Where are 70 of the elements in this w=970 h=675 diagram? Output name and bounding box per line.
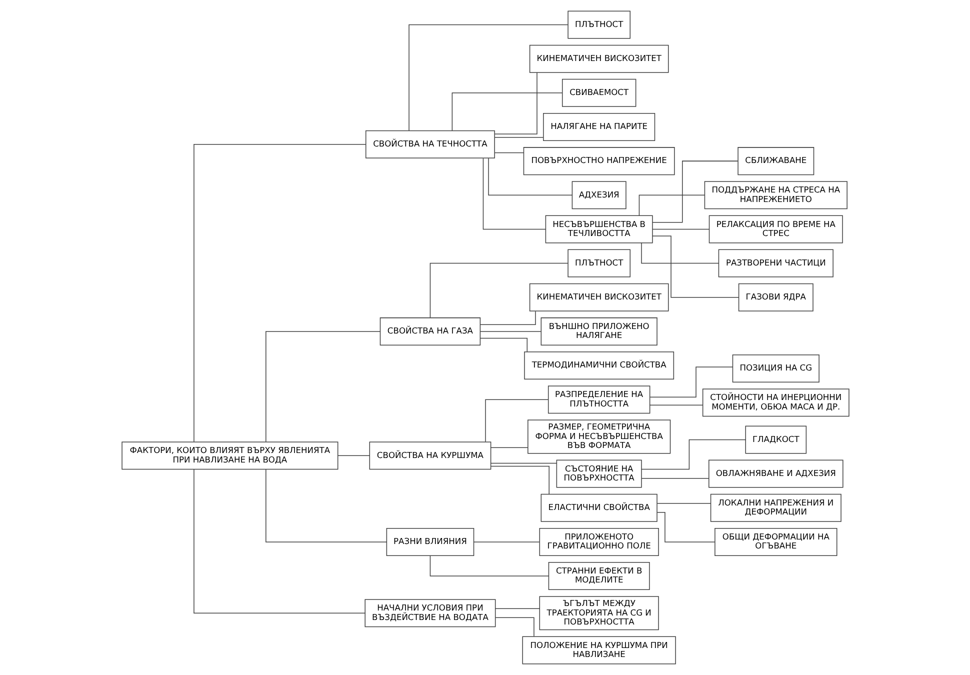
connector xyxy=(640,478,709,479)
node-box: КИНЕМАТИЧЕН ВИСКОЗИТЕТ xyxy=(528,283,668,312)
connector xyxy=(490,462,556,464)
node-box: СВОЙСТВА НА КУРШУМА xyxy=(368,442,491,470)
node-box: ГЛАДКОСТ xyxy=(744,426,806,454)
connector xyxy=(494,608,540,609)
connector xyxy=(494,72,537,134)
connector xyxy=(429,555,549,576)
node-box: ПРИЛОЖЕНОТО ГРАВИТАЦИОННО ПОЛЕ xyxy=(538,528,658,556)
node-box: СВОЙСТВА НА ГАЗА xyxy=(379,317,480,346)
connector xyxy=(429,262,568,318)
node-box: СВОЙСТВА НА ТЕЧНОСТТА xyxy=(364,130,494,158)
connector xyxy=(638,194,704,216)
node-box: ГАЗОВИ ЯДРА xyxy=(738,283,813,312)
node-box: ЛОКАЛНИ НАПРЕЖЕНИЯ И ДЕФОРМАЦИИ xyxy=(710,494,841,522)
node-box: ОВЛАЖНЯВАНЕ И АДХЕЗИЯ xyxy=(708,460,843,488)
node-box: ПОВЪРХНОСТНО НАПРЕЖЕНИЕ xyxy=(522,147,674,176)
connector xyxy=(494,617,534,637)
connector xyxy=(649,366,733,398)
connector xyxy=(494,136,544,138)
node-box: ПОДДЪРЖАНЕ НА СТРЕСА НА НАПРЕЖЕНИЕТО xyxy=(704,181,847,210)
connector xyxy=(482,158,546,230)
node-box: СТРАННИ ЕФЕКТИ В МОДЕЛИТЕ xyxy=(548,562,650,590)
connector xyxy=(652,160,738,223)
connector xyxy=(652,236,738,298)
node-box: РАЗМЕР, ГЕОМЕТРИЧНА ФОРМА И НЕСЪВЪРШЕНСТВА ВЪВ ФОРМАТА xyxy=(527,420,670,454)
node-box: СБЛИЖАВАНЕ xyxy=(737,147,814,176)
connector xyxy=(451,92,562,131)
connector xyxy=(640,439,746,470)
connector xyxy=(484,399,548,442)
connector xyxy=(656,512,715,542)
node-box: ОБЩИ ДЕФОРМАЦИИ НА ОГЪВАНЕ xyxy=(714,528,837,556)
connector xyxy=(494,152,524,154)
node-box: ЕЛАСТИЧНИ СВОЙСТВА xyxy=(540,494,657,522)
node-box: АДХЕЗИЯ xyxy=(571,181,626,210)
connector xyxy=(480,338,528,352)
node-box: РЕЛАКСАЦИЯ ПО ВРЕМЕ НА СТРЕС xyxy=(708,215,842,244)
connector xyxy=(479,331,541,332)
node-box: РАЗНИ ВЛИЯНИЯ xyxy=(386,528,474,556)
node-box: ПЛЪТНОСТ xyxy=(567,249,630,278)
connector xyxy=(265,331,380,442)
connector xyxy=(656,502,711,504)
connector xyxy=(193,468,365,614)
connector xyxy=(265,468,386,542)
connector xyxy=(490,447,528,448)
node-box: ФАКТОРИ, КОИТО ВЛИЯЯТ ВЪРХУ ЯВЛЕНИЯТА ПРИ НАВЛИЗАНЕ НА ВОДА xyxy=(121,442,338,470)
connector xyxy=(193,144,366,442)
node-box: ТЕРМОДИНАМИЧНИ СВОЙСТВА xyxy=(524,352,674,380)
node-box: КИНЕМАТИЧЕН ВИСКОЗИТЕТ xyxy=(528,44,668,73)
node-box: ПОЛОЖЕНИЕ НА КУРШУМА ПРИ НАВЛИЗАНЕ xyxy=(522,636,676,664)
node-box: СТОЙНОСТИ НА ИНЕРЦИОННИ МОМЕНТИ, ОБЮА МАСА И ДР. xyxy=(702,388,849,417)
node-box: СВИВАЕМОСТ xyxy=(561,78,636,107)
node-box: НЕСЪВЪРШЕНСТВА В ТЕЧЛИВОСТТА xyxy=(544,215,652,244)
connector xyxy=(480,310,536,325)
connector xyxy=(640,242,719,264)
connector xyxy=(490,466,549,495)
node-box: РАЗТВОРЕНИ ЧАСТИЦИ xyxy=(718,249,833,278)
node-box: НАЛЯГАНЕ НА ПАРИТЕ xyxy=(542,112,655,141)
connector xyxy=(337,455,370,456)
connector xyxy=(649,404,703,406)
node-box: ПОЗИЦИЯ НА CG xyxy=(732,354,819,383)
node-box: СЪСТОЯНИЕ НА ПОВЪРХНОСТТА xyxy=(556,460,642,488)
connector xyxy=(652,228,709,230)
node-box: ЪГЪЛЪТ МЕЖДУ ТРАЕКТОРИЯТА НА CG И ПОВЪРХНОСТТА xyxy=(538,596,658,630)
node-box: ПЛЪТНОСТ xyxy=(567,10,630,39)
node-box: ВЪНШНО ПРИЛОЖЕНО НАЛЯГАНЕ xyxy=(540,317,657,346)
connector xyxy=(488,158,572,196)
node-box: НАЧАЛНИ УСЛОВИЯ ПРИ ВЪЗДЕЙСТВИЕ НА ВОДАТА xyxy=(364,599,496,628)
node-box: РАЗПРЕДЕЛЕНИЕ НА ПЛЪТНОСТТА xyxy=(547,386,650,414)
connector xyxy=(408,24,568,132)
